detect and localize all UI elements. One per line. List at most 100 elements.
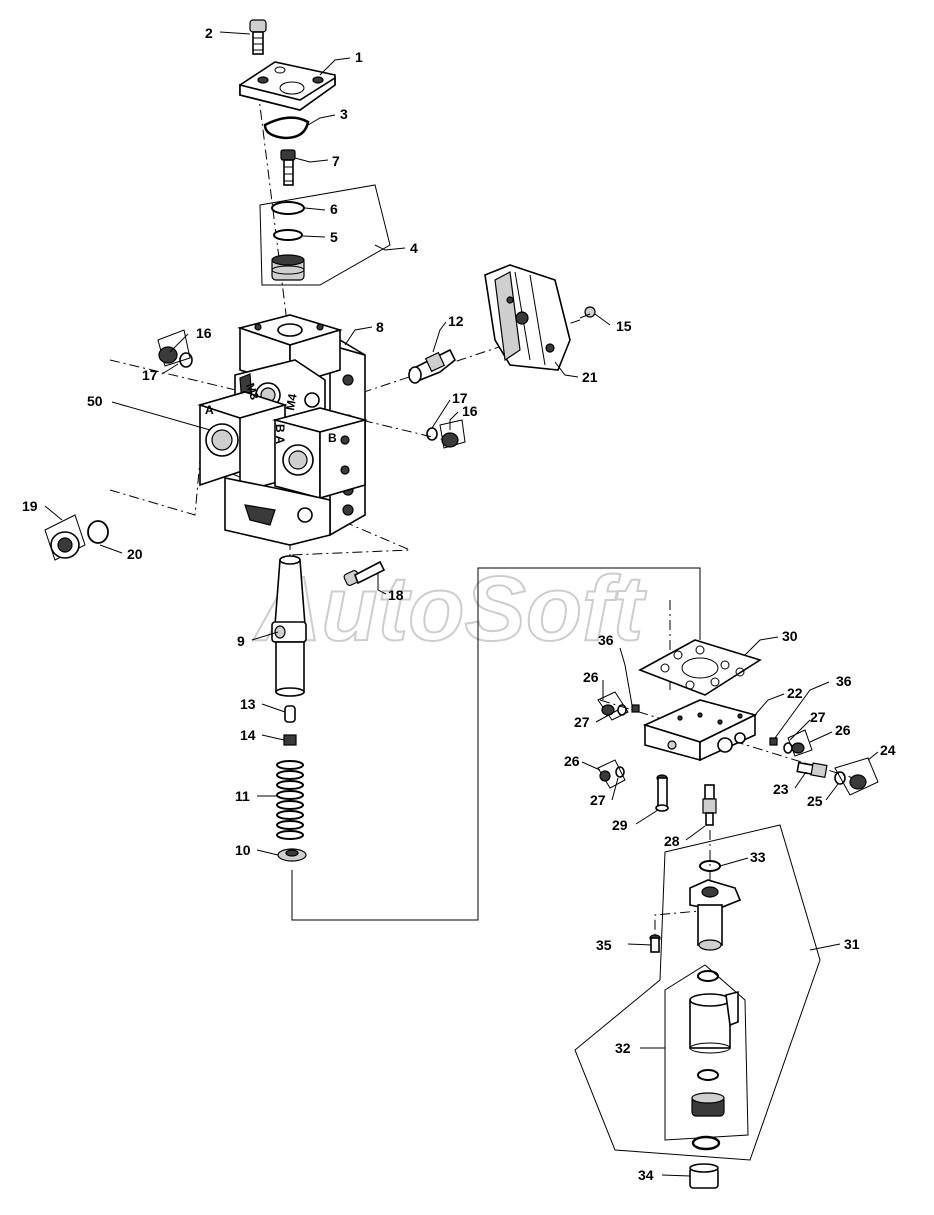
part-18-screw xyxy=(343,560,386,587)
part-23-adapter xyxy=(796,761,828,778)
part-22-plate-block xyxy=(642,699,758,762)
part-15-screw xyxy=(579,306,596,319)
callout-28: 28 xyxy=(664,833,680,849)
part-20-oring xyxy=(87,520,109,544)
callout-36-right: 36 xyxy=(836,673,852,689)
part-28-pin xyxy=(702,784,717,826)
callout-26-right: 26 xyxy=(835,722,851,738)
part-36-set-screw-right xyxy=(769,737,778,746)
part-9-valve-body xyxy=(271,555,307,697)
callout-27-upper-left: 27 xyxy=(574,714,590,730)
callout-33: 33 xyxy=(750,849,766,865)
callout-5: 5 xyxy=(330,229,338,245)
callout-27-lower-left: 27 xyxy=(590,792,606,808)
callout-16-left: 16 xyxy=(196,325,212,341)
part-16-plug-left xyxy=(157,329,191,367)
part-21-end-cap xyxy=(484,264,571,371)
callout-26-upper-left: 26 xyxy=(583,669,599,685)
assembly-axis-lines xyxy=(109,89,861,940)
face-mark-m4: M4 xyxy=(283,392,300,411)
callout-11: 11 xyxy=(235,788,250,804)
face-mark-b: B xyxy=(328,431,337,445)
part-32-kit-outline xyxy=(664,964,749,1141)
callout-3: 3 xyxy=(340,106,348,122)
callout-8: 8 xyxy=(376,319,384,335)
callout-13: 13 xyxy=(240,696,256,712)
callout-36-left: 36 xyxy=(598,632,614,648)
callout-21: 21 xyxy=(582,369,598,385)
part-5-oring xyxy=(273,229,303,241)
part-4-kit-outline xyxy=(259,184,391,286)
callout-22: 22 xyxy=(787,685,803,701)
part-13-pin xyxy=(284,705,296,723)
part-34-cap xyxy=(689,1163,719,1189)
part-19-plug xyxy=(44,514,86,561)
callout-26-lower-left: 26 xyxy=(564,753,580,769)
callout-15: 15 xyxy=(616,318,632,334)
watermark: AutoSoft xyxy=(253,558,647,660)
callout-14: 14 xyxy=(240,727,256,743)
callout-32: 32 xyxy=(615,1040,631,1056)
callout-20: 20 xyxy=(127,546,143,562)
face-mark-a: A xyxy=(205,403,214,417)
part-6-ring xyxy=(271,201,305,215)
callout-17-left: 17 xyxy=(142,367,158,383)
part-32-oring-bottom xyxy=(691,1135,721,1151)
callout-50: 50 xyxy=(87,393,103,409)
part-24-plug xyxy=(834,757,879,796)
callout-34: 34 xyxy=(638,1167,654,1183)
callout-35: 35 xyxy=(596,937,612,953)
callout-30: 30 xyxy=(782,628,798,644)
callout-16-right: 16 xyxy=(462,403,478,419)
part-31-cartridge-head xyxy=(689,879,742,951)
callout-4: 4 xyxy=(410,240,418,256)
callout-1: 1 xyxy=(355,49,363,65)
leader-lines xyxy=(44,31,879,1177)
callout-10: 10 xyxy=(235,842,251,858)
part-26-plug-lower-left xyxy=(597,759,626,789)
part-17-oring-right xyxy=(426,427,438,441)
part-10-washer xyxy=(277,848,307,862)
callout-6: 6 xyxy=(330,201,338,217)
part-32-knurled-nut xyxy=(691,1092,725,1117)
part-31-kit-outline xyxy=(574,824,821,1161)
part-14-nut xyxy=(283,734,297,746)
part-12-spool xyxy=(408,348,457,384)
part-29-screw xyxy=(655,774,669,812)
callout-23: 23 xyxy=(773,781,789,797)
callout-31: 31 xyxy=(844,936,860,952)
callout-7: 7 xyxy=(332,153,340,169)
callout-12: 12 xyxy=(448,313,464,329)
part-2-screw xyxy=(249,19,267,55)
callout-27-right: 27 xyxy=(810,709,826,725)
part-25-oring xyxy=(834,771,846,785)
part-26-plug-right xyxy=(787,729,813,757)
callout-2: 2 xyxy=(205,25,213,41)
part-4-seal xyxy=(271,254,305,281)
callout-24: 24 xyxy=(880,742,896,758)
callout-25: 25 xyxy=(807,793,823,809)
part-32-solenoid-body xyxy=(689,990,739,1054)
part-27-oring-lower-left xyxy=(615,766,625,778)
part-36-set-screw-left xyxy=(631,704,640,713)
callout-19: 19 xyxy=(22,498,38,514)
callout-18: 18 xyxy=(388,587,404,603)
part-17-oring-left xyxy=(179,352,193,368)
callout-17-right: 17 xyxy=(452,390,468,406)
face-mark-ba: B A xyxy=(273,424,287,445)
callout-29: 29 xyxy=(612,817,628,833)
part-7-screw xyxy=(280,149,296,186)
part-16-plug-right xyxy=(439,419,466,449)
part-11-spring xyxy=(276,760,304,840)
callout-9: 9 xyxy=(237,633,245,649)
part-30-gasket xyxy=(638,639,762,696)
part-35-screw xyxy=(649,934,661,953)
callout-labels: 2 1 3 7 6 5 4 8 12 15 21 16 17 50 17 16 … xyxy=(22,25,896,1183)
part-26-plug-upper-left xyxy=(597,691,629,721)
connector-line xyxy=(291,567,701,921)
part-32-oring-top xyxy=(697,970,719,982)
part-8-valve-housing xyxy=(197,314,369,546)
part-32-oring-middle xyxy=(697,1069,719,1081)
part-3-oring xyxy=(263,116,310,140)
